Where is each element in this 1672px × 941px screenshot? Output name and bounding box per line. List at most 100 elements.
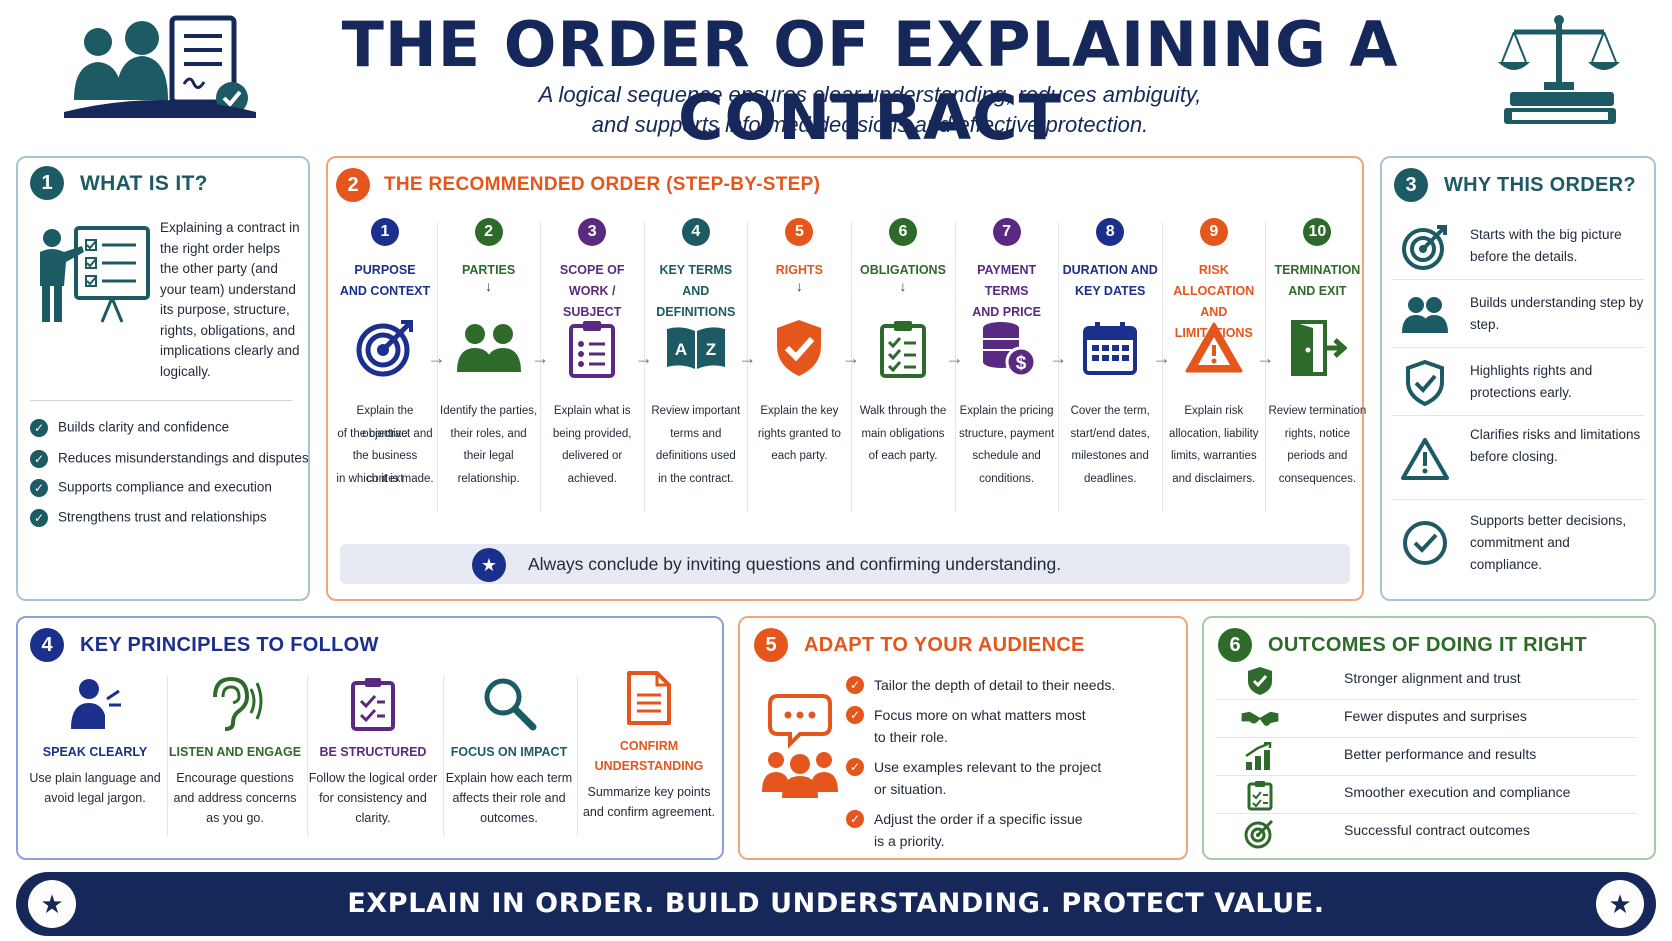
reason-item: Starts with the big picture before the d…: [1392, 212, 1644, 280]
clipboard-check-icon: [304, 672, 442, 734]
arrow-right-icon: →: [1256, 348, 1275, 368]
arrow-right-icon: →: [1152, 348, 1171, 368]
check-icon: ✓: [846, 810, 864, 828]
exit-door-icon: [1266, 312, 1368, 384]
outcome-item: Smoother execution and compliance: [1216, 776, 1636, 814]
outcome-item: Stronger alignment and trust: [1216, 662, 1636, 700]
divider: [307, 676, 308, 836]
step-divider: [436, 222, 438, 512]
step-divider: [747, 222, 749, 512]
step-divider: [643, 222, 645, 512]
section-title: WHAT IS IT?: [80, 172, 208, 195]
principle-item: SPEAK CLEARLY Use plain language and avo…: [26, 672, 164, 808]
section-number: 6: [1218, 628, 1252, 662]
benefit-item: ✓Reduces misunderstandings and disputes: [30, 450, 309, 468]
check-icon: ✓: [30, 450, 48, 468]
divider: [443, 676, 444, 836]
check-icon: ✓: [30, 479, 48, 497]
step-number: 1: [371, 218, 399, 246]
section-title: ADAPT TO YOUR AUDIENCE: [804, 634, 1085, 656]
growth-chart-icon: [1240, 742, 1280, 772]
shield-check-icon: [1240, 666, 1280, 696]
arrow-right-icon: →: [531, 348, 550, 368]
principle-item: LISTEN AND ENGAGE Encourage questions an…: [166, 672, 304, 828]
clipboard-list-icon: [541, 312, 643, 384]
adapt-item: ✓Tailor the depth of detail to their nee…: [846, 674, 1174, 696]
target-icon: [334, 312, 436, 384]
step-divider: [954, 222, 956, 512]
step-divider: [851, 222, 852, 512]
step-number: 4: [681, 218, 710, 246]
divider: [30, 400, 292, 401]
arrow-right-icon: →: [842, 348, 860, 368]
section-title: KEY PRINCIPLES TO FOLLOW: [80, 634, 379, 656]
document-icon: [580, 666, 718, 728]
handshake-icon: [1240, 704, 1280, 734]
check-icon: ✓: [846, 676, 864, 694]
coins-icon: $: [956, 312, 1058, 384]
benefit-item: ✓Strengthens trust and relationships: [30, 509, 267, 527]
scales-books-icon: [1490, 12, 1630, 132]
arrow-right-icon: →: [1049, 348, 1068, 368]
benefit-item: ✓Builds clarity and confidence: [30, 419, 229, 437]
step-divider: [1058, 222, 1060, 512]
footer-text: EXPLAIN IN ORDER. BUILD UNDERSTANDING. P…: [347, 888, 1325, 919]
step-number: 10: [1303, 218, 1332, 246]
section-number: 2: [336, 168, 370, 202]
check-icon: ✓: [846, 758, 864, 776]
conclusion-text: Always conclude by inviting questions an…: [528, 554, 1062, 574]
step-divider: [1161, 222, 1163, 512]
reason-item: Clarifies risks and limitations before c…: [1392, 416, 1644, 500]
star-icon: ★: [1596, 880, 1644, 928]
section-number: 1: [30, 166, 64, 200]
reason-item: Supports better decisions, commitment an…: [1392, 504, 1644, 584]
checklist-icon: [852, 312, 954, 384]
step-number: 7: [992, 218, 1021, 246]
outcome-item: Fewer disputes and surprises: [1216, 700, 1636, 738]
key-principles-panel: [16, 616, 724, 860]
footer-banner: ★ EXPLAIN IN ORDER. BUILD UNDERSTANDING.…: [16, 872, 1656, 936]
step-description: Cover the term,start/end dates,milestone…: [1070, 405, 1150, 485]
target-icon: [1240, 818, 1280, 849]
section-number: 3: [1394, 168, 1428, 202]
arrow-right-icon: →: [738, 348, 757, 368]
step-label: PARTIES↓: [461, 263, 516, 294]
star-icon: ★: [472, 548, 506, 582]
star-icon: ★: [28, 880, 76, 928]
what-is-it-panel: [16, 156, 310, 601]
adapt-item: ✓Use examples relevant to the project or…: [846, 756, 1104, 800]
svg-text:$: $: [1015, 353, 1026, 374]
arrow-right-icon: →: [634, 348, 653, 368]
check-circle-icon: [1400, 518, 1450, 568]
svg-text:A: A: [675, 340, 687, 359]
step-divider: [1265, 222, 1267, 512]
check-icon: ✓: [846, 706, 864, 724]
checklist-icon: [1240, 780, 1280, 811]
check-icon: ✓: [30, 419, 48, 437]
section-title: OUTCOMES OF DOING IT RIGHT: [1268, 634, 1587, 656]
svg-text:Z: Z: [706, 340, 716, 359]
calendar-icon: [1059, 312, 1161, 384]
step-label: RIGHTS↓: [775, 263, 823, 294]
audience-chat-icon: [760, 692, 840, 802]
principle-item: BE STRUCTURED Follow the logical order f…: [304, 672, 442, 828]
conclusion-bar: [340, 544, 1350, 584]
shield-check-icon: [748, 312, 850, 384]
people-contract-icon: [60, 12, 260, 124]
